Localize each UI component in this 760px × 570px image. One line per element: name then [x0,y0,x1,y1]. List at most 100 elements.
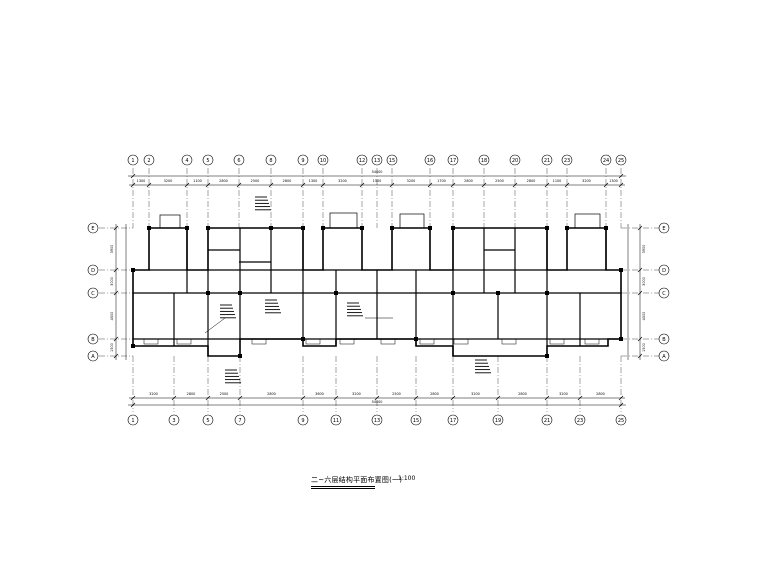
dimension-tick [427,182,433,188]
axis-bubble-circle [87,222,99,234]
dimension-tick [544,395,550,401]
column [619,337,623,341]
axis-bubble-circle [87,333,99,345]
axis-bubble: 15 [386,154,398,166]
slab-tag [419,338,435,345]
column [545,354,549,358]
axis-bubble-circle [600,154,612,166]
axis-bubble: C [87,287,99,299]
dimension-tick [618,173,624,179]
dimension-tick [130,173,136,179]
axis-bubble-circle [615,414,627,426]
axis-bubble: 18 [478,154,490,166]
column [269,226,273,230]
dimension-tick [113,353,119,359]
title-underline-thin [311,488,375,489]
axis-bubble-circle [202,414,214,426]
column [604,226,608,230]
column [321,226,325,230]
dimension-label: 2800 [283,179,292,183]
axis-bubble-label: 17 [450,158,456,164]
dimension-label: 1500 [373,179,382,183]
axis-bubble-circle [168,414,180,426]
drawing-scale: 1:100 [398,475,416,482]
column [496,291,500,295]
slab-tag [380,338,396,345]
drawing-caption: 二~六层结构平面布置图(一) 1:100 [0,475,760,491]
axis-bubble-label: A [91,354,95,360]
dimension-tick [113,290,119,296]
slab-tag [176,338,192,345]
axis-bubble-circle [317,154,329,166]
dimension-tick [564,182,570,188]
column [301,337,305,341]
dimension-label: 2800 [464,179,473,183]
axis-bubble-label: 6 [237,158,240,164]
dimension-label: 3200 [149,392,158,396]
axis-bubble-label: 5 [206,418,209,424]
dimension-label: 2800 [518,392,527,396]
axis-bubble-label: 21 [544,418,550,424]
dimension-tick [603,182,609,188]
axis-bubble-label: 3 [172,418,175,424]
dimension-label: 3200 [164,179,173,183]
dimension-label: 3900 [110,245,114,254]
axis-bubble-label: E [91,226,94,232]
dimension-label: 2500 [495,179,504,183]
axis-bubble-label: D [662,268,666,274]
dimension-label: 1300 [609,179,618,183]
axis-bubble-label: 17 [450,418,456,424]
dimension-label: 1300 [137,179,146,183]
axis-bubble: 20 [509,154,521,166]
dimension-label: 3200 [338,179,347,183]
axis-bubble-label: 25 [618,158,624,164]
dimension-tick [637,225,643,231]
axis-bubble-circle [658,287,670,299]
column [185,226,189,230]
axis-bubble-circle [371,154,383,166]
axis-bubble-circle [127,154,139,166]
column [360,226,364,230]
axis-bubble-circle [87,264,99,276]
dimension-tick [637,353,643,359]
axis-bubble-circle [615,154,627,166]
axis-bubble-circle [447,154,459,166]
column [545,226,549,230]
axis-bubble: 25 [615,154,627,166]
dimension-tick [333,395,339,401]
dimension-label: 4500 [642,312,646,321]
dimension-tick [374,395,380,401]
axis-bubble: 1 [127,154,139,166]
dimension-tick [236,182,242,188]
dimension-label: 3200 [407,179,416,183]
dimension-tick [268,182,274,188]
axis-bubble-circle [447,414,459,426]
column [619,268,623,272]
column [545,291,549,295]
axis-bubble-circle [297,154,309,166]
overall-dimension-top: 54400 [372,170,383,174]
title-underline [311,486,375,487]
axis-bubble: 7 [234,414,246,426]
axis-bubble-circle [410,414,422,426]
dimension-label: 1100 [553,179,562,183]
axis-bubble-circle [181,154,193,166]
axis-bubble-circle [371,414,383,426]
axis-bubble: E [658,222,670,234]
axis-bubble: D [87,264,99,276]
axis-bubble-circle [87,350,99,362]
dimension-tick [359,182,365,188]
dimension-tick [237,395,243,401]
axis-bubble-label: 7 [238,418,241,424]
axis-bubble-label: 18 [481,158,487,164]
dimension-tick [184,182,190,188]
axis-bubble-circle [127,414,139,426]
column [414,337,418,341]
dimension-tick [113,225,119,231]
dimension-label: 3200 [352,392,361,396]
axis-bubble-label: 20 [512,158,518,164]
axis-bubble-label: 13 [374,418,380,424]
axis-bubble-label: 11 [333,418,339,424]
